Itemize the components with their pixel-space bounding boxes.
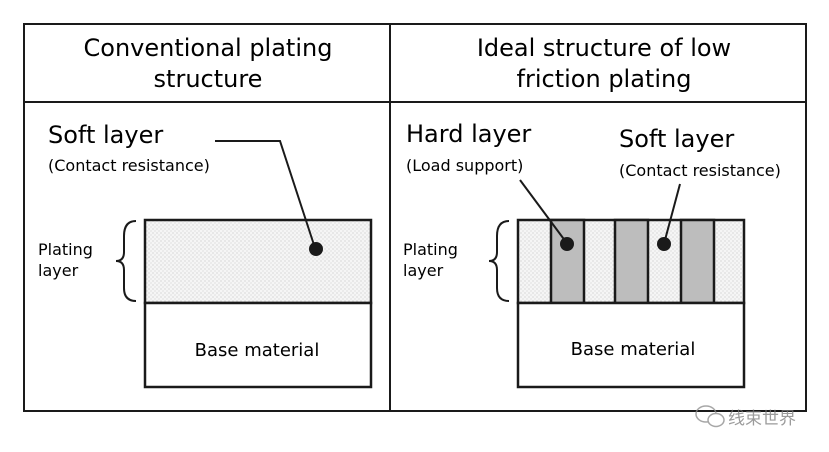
ideal-base-label: Base material: [571, 339, 696, 360]
conventional-base-material: [143, 301, 373, 389]
ideal-soft-leader: [664, 183, 681, 241]
ideal-soft-layer-label: Soft layer: [619, 125, 734, 153]
ideal-hard-layer-sublabel: (Load support): [406, 156, 523, 175]
ideal-hard-column: [549, 218, 586, 305]
ideal-base-material: [516, 301, 746, 389]
watermark: 线束世界: [695, 405, 796, 429]
ideal-plating-label-line1: Plating: [403, 240, 458, 259]
figure-frame: [23, 23, 807, 412]
conventional-base-label: Base material: [195, 340, 320, 361]
ideal-hard-column: [613, 218, 650, 305]
ideal-title-line1: Ideal structure of low: [477, 34, 731, 62]
ideal-soft-layer-sublabel: (Contact resistance): [619, 161, 781, 180]
ideal-hard-dot: [560, 237, 574, 251]
ideal-hard-leader: [519, 179, 567, 243]
conventional-plating-label-line1: Plating: [38, 240, 93, 259]
ideal-soft-dot: [657, 237, 671, 251]
conventional-soft-layer-label: Soft layer: [48, 121, 163, 149]
conventional-plating-label-line2: layer: [38, 261, 79, 280]
ideal-hard-column: [679, 218, 716, 305]
conventional-soft-layer-sublabel: (Contact resistance): [48, 156, 210, 175]
conventional-soft-leader: [215, 140, 316, 249]
conventional-soft-layer: [143, 218, 373, 305]
ideal-plating-label-line2: layer: [403, 261, 444, 280]
ideal-hard-layer-label: Hard layer: [406, 120, 531, 148]
ideal-panel: Ideal structure of low friction plating …: [403, 34, 781, 389]
conventional-title-line1: Conventional plating: [84, 34, 333, 62]
watermark-text: 线束世界: [728, 409, 796, 429]
conventional-panel: Conventional plating structure Soft laye…: [38, 34, 373, 389]
conventional-soft-dot: [309, 242, 323, 256]
ideal-title-line2: friction plating: [517, 65, 692, 93]
conventional-plating-brace: [115, 220, 137, 302]
ideal-plating-brace: [488, 220, 510, 302]
wechat-icon: [695, 405, 725, 428]
conventional-title-line2: structure: [154, 65, 263, 93]
